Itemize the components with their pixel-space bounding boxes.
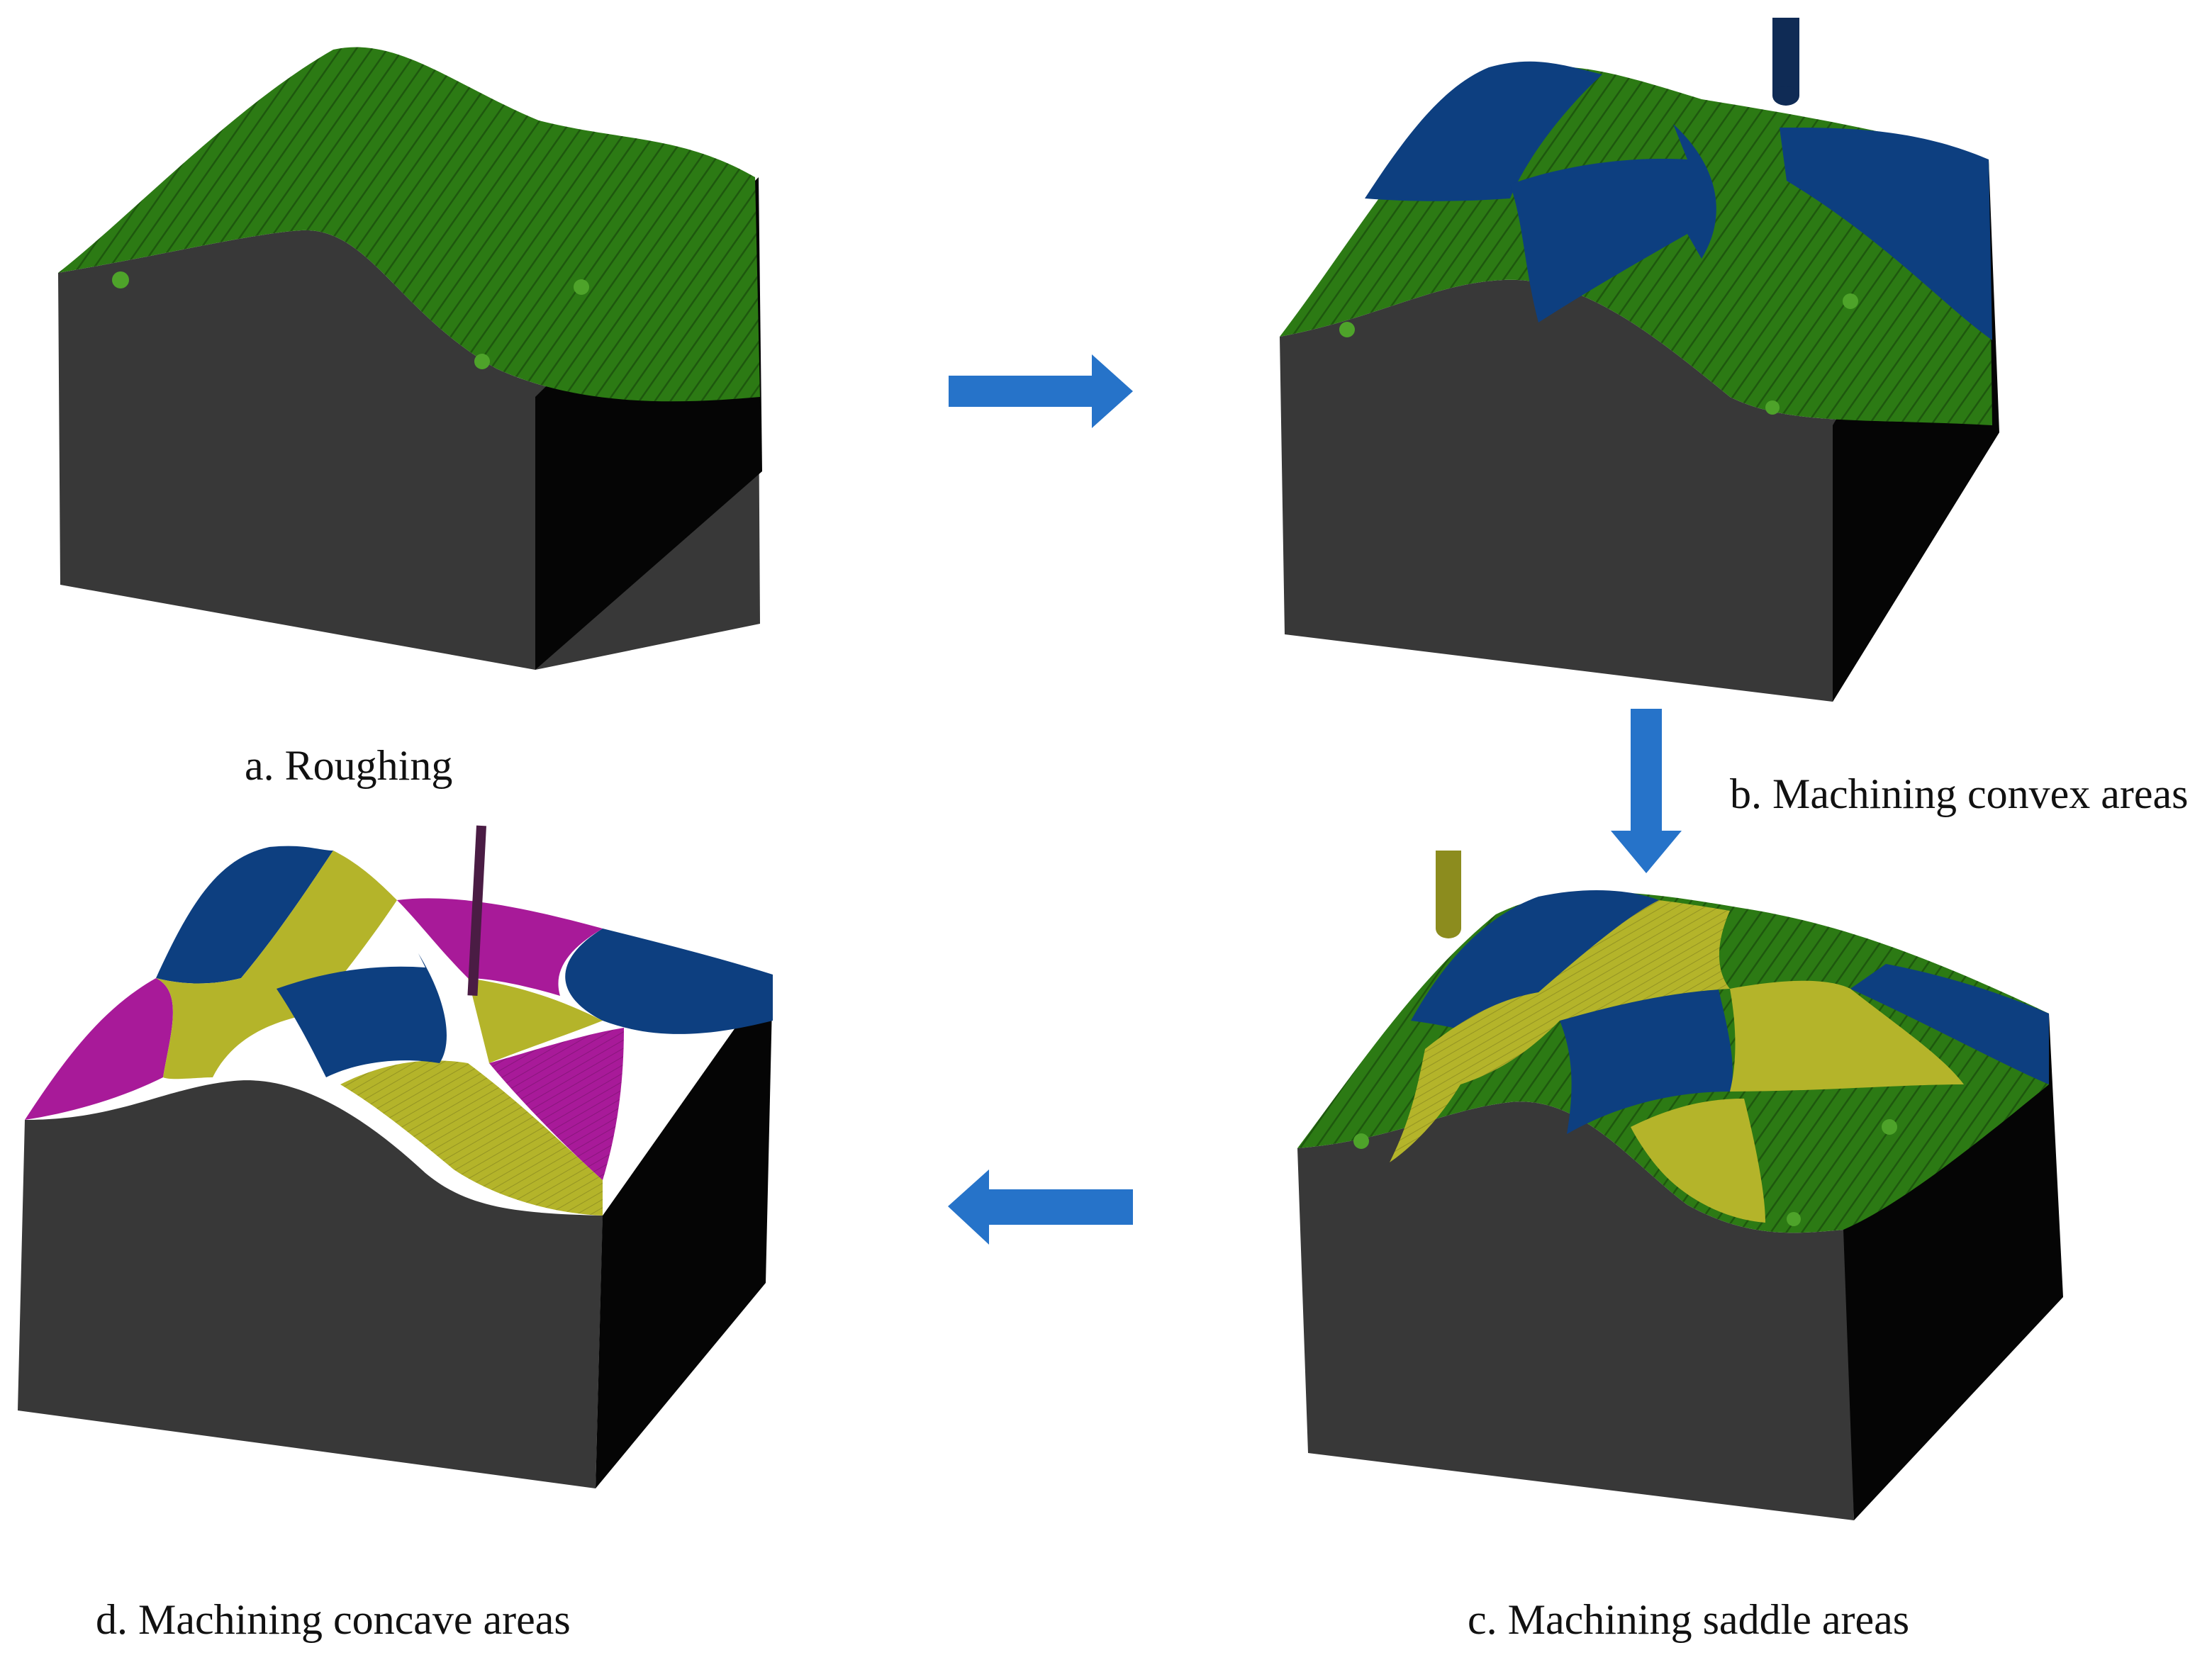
block-side-face — [596, 975, 773, 1488]
convex-region — [565, 929, 773, 1034]
panel-b-convex — [1280, 18, 1999, 702]
left-arrow-icon — [948, 1169, 1133, 1245]
surface-bump — [1353, 1133, 1369, 1149]
convex-region — [1411, 890, 1659, 1042]
saddle-region — [1730, 980, 1964, 1092]
panel-a-roughing — [58, 47, 762, 671]
convex-region — [1850, 964, 2049, 1084]
surface-bump — [112, 271, 129, 288]
concave-region — [25, 978, 173, 1120]
block-front-face — [18, 1080, 603, 1488]
cutting-tool-c — [1436, 851, 1461, 938]
block-front-face — [1280, 279, 1999, 702]
convex-region — [156, 846, 333, 984]
caption-b: b. Machining convex areas — [1730, 770, 2188, 817]
convex-region — [1560, 978, 1733, 1134]
panel-d-concave — [18, 825, 773, 1488]
caption-d: d. Machining concave areas — [96, 1596, 571, 1643]
workpiece-block-a — [58, 47, 762, 671]
saddle-region — [468, 978, 603, 1063]
surface-bump — [1765, 400, 1780, 415]
caption-a: a. Roughing — [245, 742, 452, 789]
convex-region — [1510, 124, 1716, 322]
surface-bump — [1339, 322, 1355, 337]
arrow-c-to-d — [948, 1169, 1133, 1245]
surface-bump — [1882, 1119, 1897, 1135]
concave-region — [397, 898, 603, 996]
panel-c-saddle — [1297, 851, 2063, 1520]
workpiece-block-c — [1297, 890, 2063, 1520]
convex-region — [1365, 61, 1602, 201]
workpiece-block-d — [18, 846, 773, 1488]
cutting-tool-b — [1772, 18, 1799, 106]
cutting-tool-d — [467, 825, 486, 997]
surface-bump — [474, 354, 490, 369]
convex-region — [276, 953, 447, 1077]
surface-bump — [574, 279, 589, 295]
block-side-face — [1843, 1014, 2063, 1520]
convex-region — [1780, 128, 1992, 340]
arrow-b-to-c — [1611, 709, 1682, 873]
caption-c: c. Machining saddle areas — [1468, 1596, 1909, 1643]
down-arrow-icon — [1611, 709, 1682, 873]
saddle-region — [156, 851, 397, 1079]
saddle-region — [1631, 1099, 1765, 1223]
surface-bump — [1843, 293, 1858, 309]
arrow-a-to-b — [949, 354, 1133, 428]
block-front-face — [1297, 1101, 1854, 1520]
workpiece-block-b — [1280, 61, 1999, 702]
right-arrow-icon — [949, 354, 1133, 428]
surface-bump — [1787, 1212, 1801, 1226]
